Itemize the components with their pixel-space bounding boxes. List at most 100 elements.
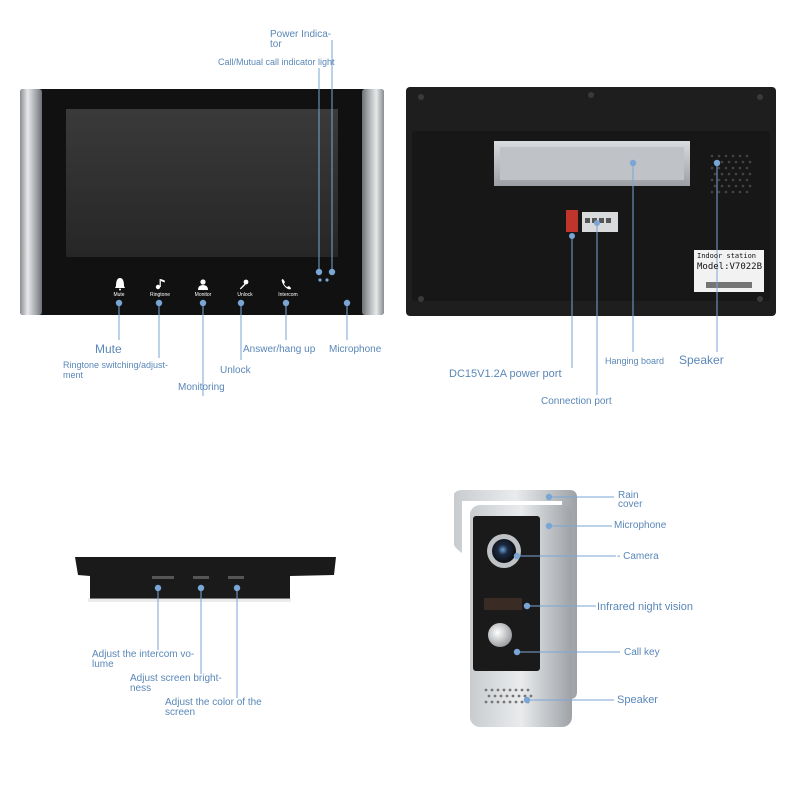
callout-ringtone: Ringtone switching/adjust-ment xyxy=(63,360,169,380)
grille-hole xyxy=(710,178,714,182)
monitor-side xyxy=(75,557,336,698)
monitor-button-label: Monitor xyxy=(194,292,212,298)
grille-hole xyxy=(748,160,752,164)
monitor-front xyxy=(20,40,384,396)
grille-hole xyxy=(748,172,752,176)
intercom-button-label: Intercom xyxy=(278,292,298,298)
callout-infrared: Infrared night vision xyxy=(597,601,693,613)
speaker-hole xyxy=(526,688,530,692)
speaker-hole xyxy=(508,700,512,704)
speaker-hole xyxy=(514,688,518,692)
speaker-hole xyxy=(523,694,527,698)
speaker-hole xyxy=(511,694,515,698)
power-port xyxy=(566,210,578,232)
screw xyxy=(757,94,763,100)
screw xyxy=(418,94,424,100)
grille-hole xyxy=(748,184,752,188)
callout-connection-port: Connection port xyxy=(541,396,612,407)
grille-hole xyxy=(734,184,738,188)
key-icon xyxy=(239,279,249,290)
grille-hole xyxy=(717,178,721,182)
callout-door-microphone: Microphone xyxy=(614,520,667,531)
grille-hole xyxy=(727,160,731,164)
grille-hole xyxy=(734,172,738,176)
speaker-hole xyxy=(484,688,488,692)
grille-hole xyxy=(741,160,745,164)
grille-hole xyxy=(724,154,728,158)
grille-hole xyxy=(734,160,738,164)
grille-hole xyxy=(745,166,749,170)
callout-hanging-board: Hanging board xyxy=(605,356,665,366)
door-station xyxy=(454,490,620,727)
camera-lens xyxy=(492,539,516,563)
screw xyxy=(757,296,763,302)
grille-hole xyxy=(710,166,714,170)
grille-hole xyxy=(731,166,735,170)
speaker-hole xyxy=(496,700,500,704)
callout-monitoring: Monitoring xyxy=(178,382,225,393)
speaker-hole xyxy=(496,688,500,692)
grille-hole xyxy=(738,154,742,158)
callout-answer: Answer/hang up xyxy=(243,344,316,355)
speaker-hole xyxy=(484,700,488,704)
speaker-hole xyxy=(499,694,503,698)
callout-camera: - Camera xyxy=(617,551,659,562)
speaker-hole xyxy=(502,688,506,692)
speaker-hole xyxy=(520,700,524,704)
callout-call-indicator: Call/Mutual call indicator light xyxy=(218,57,335,67)
phone-icon xyxy=(281,279,291,290)
monitor-back xyxy=(406,87,776,395)
speaker-hole xyxy=(520,688,524,692)
callout-volume: Adjust the intercom vo-lume xyxy=(92,649,195,670)
callout-brightness: Adjust screen bright-ness xyxy=(130,673,222,694)
callout-rain-cover: Rain cover xyxy=(618,490,643,510)
callout-power-indicator: Power Indica-tor xyxy=(270,29,332,50)
grille-hole xyxy=(720,160,724,164)
speaker-grille xyxy=(710,154,752,194)
callout-color: Adjust the color of the screen xyxy=(165,697,262,718)
screw xyxy=(418,296,424,302)
call-key xyxy=(488,623,512,647)
grille-hole xyxy=(724,166,728,170)
grille-hole xyxy=(745,154,749,158)
grille-hole xyxy=(727,172,731,176)
grille-hole xyxy=(731,154,735,158)
grille-hole xyxy=(745,178,749,182)
grille-hole xyxy=(727,184,731,188)
speaker-holes xyxy=(484,688,533,704)
speaker-hole xyxy=(505,694,509,698)
bell-icon xyxy=(115,278,125,291)
callout-mute: Mute xyxy=(95,342,122,356)
grille-hole xyxy=(710,190,714,194)
grille-hole xyxy=(731,178,735,182)
grille-hole xyxy=(717,166,721,170)
callout-power-port: DC15V1.2A power port xyxy=(449,368,562,380)
person-icon xyxy=(198,279,208,290)
mute-button-label: Mute xyxy=(113,292,125,298)
grille-hole xyxy=(745,190,749,194)
callout-call-key: Call key xyxy=(624,647,660,658)
infrared-leds xyxy=(484,598,522,610)
callout-microphone: Microphone xyxy=(329,344,382,355)
grille-hole xyxy=(724,178,728,182)
speaker-hole xyxy=(514,700,518,704)
speaker-hole xyxy=(508,688,512,692)
call-indicator-led xyxy=(325,278,329,282)
grille-hole xyxy=(724,190,728,194)
ringtone-button-label: Ringtone xyxy=(149,292,170,298)
speaker-hole xyxy=(487,694,491,698)
callout-door-speaker: Speaker xyxy=(617,694,658,706)
speaker-hole xyxy=(517,694,521,698)
power-indicator-led xyxy=(318,278,322,282)
unlock-button-label: Unlock xyxy=(237,292,253,298)
grille-hole xyxy=(720,184,724,188)
grille-hole xyxy=(713,172,717,176)
grille-hole xyxy=(710,154,714,158)
speaker-hole xyxy=(529,694,533,698)
plate-model: Model:V7022B xyxy=(697,262,763,272)
grille-hole xyxy=(731,190,735,194)
grille-hole xyxy=(738,166,742,170)
speaker-hole xyxy=(493,694,497,698)
monitor-right-trim xyxy=(362,89,384,315)
